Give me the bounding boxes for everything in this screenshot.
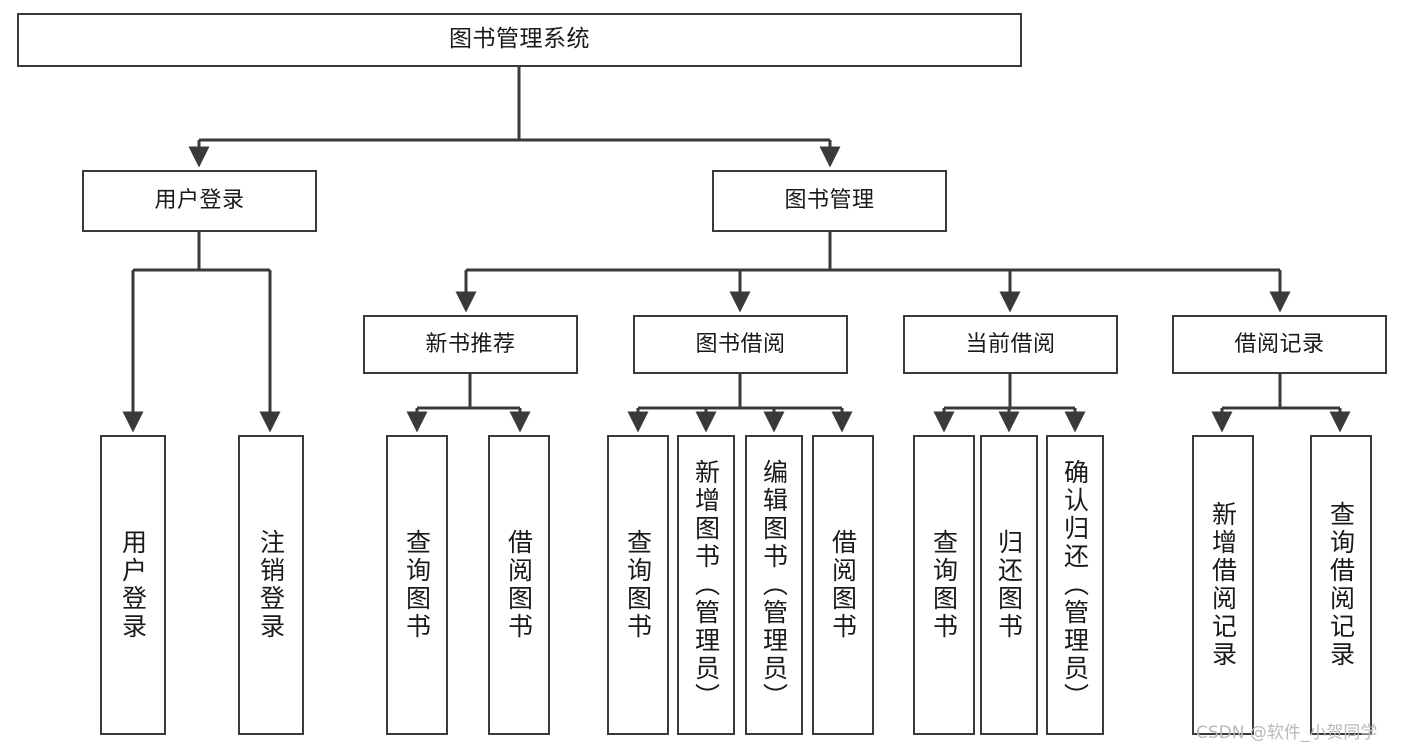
node-leaf-query-book-3-label: 查询图书	[929, 529, 959, 641]
node-leaf-borrow-book-1-label: 借阅图书	[504, 529, 534, 641]
node-book-borrow[interactable]: 图书借阅	[633, 315, 848, 374]
node-book-borrow-label: 图书借阅	[695, 331, 786, 357]
node-leaf-edit-book-label: 编辑图书（管理员）	[759, 459, 789, 711]
node-user-login-label: 用户登录	[154, 188, 245, 214]
node-leaf-query-record[interactable]: 查询借阅记录	[1310, 435, 1372, 735]
node-leaf-user-login-label: 用户登录	[118, 529, 148, 641]
node-root[interactable]: 图书管理系统	[17, 13, 1022, 67]
node-leaf-return-book[interactable]: 归还图书	[980, 435, 1038, 735]
node-leaf-logout-label: 注销登录	[256, 529, 286, 641]
node-current-borrow-label: 当前借阅	[965, 331, 1056, 357]
node-leaf-query-book-1-label: 查询图书	[402, 529, 432, 641]
node-leaf-confirm-return-label: 确认归还（管理员）	[1060, 459, 1090, 711]
node-leaf-query-book-3[interactable]: 查询图书	[913, 435, 975, 735]
node-leaf-logout[interactable]: 注销登录	[238, 435, 304, 735]
node-borrow-record-label: 借阅记录	[1234, 331, 1325, 357]
node-book-manage-label: 图书管理	[784, 188, 875, 214]
csdn-watermark: CSDN @软件_小贺同学	[1196, 723, 1378, 743]
node-leaf-borrow-book-2[interactable]: 借阅图书	[812, 435, 874, 735]
node-leaf-borrow-book-2-label: 借阅图书	[828, 529, 858, 641]
node-new-book-rec[interactable]: 新书推荐	[363, 315, 578, 374]
node-root-label: 图书管理系统	[449, 26, 590, 53]
node-new-book-rec-label: 新书推荐	[425, 331, 516, 357]
node-leaf-query-record-label: 查询借阅记录	[1326, 501, 1356, 669]
node-user-login[interactable]: 用户登录	[82, 170, 317, 232]
node-leaf-edit-book[interactable]: 编辑图书（管理员）	[745, 435, 803, 735]
node-current-borrow[interactable]: 当前借阅	[903, 315, 1118, 374]
node-leaf-query-book-1[interactable]: 查询图书	[386, 435, 448, 735]
node-leaf-add-record[interactable]: 新增借阅记录	[1192, 435, 1254, 735]
node-leaf-add-book[interactable]: 新增图书（管理员）	[677, 435, 735, 735]
node-leaf-user-login[interactable]: 用户登录	[100, 435, 166, 735]
node-borrow-record[interactable]: 借阅记录	[1172, 315, 1387, 374]
node-leaf-add-book-label: 新增图书（管理员）	[691, 459, 721, 711]
node-leaf-add-record-label: 新增借阅记录	[1208, 501, 1238, 669]
node-book-manage[interactable]: 图书管理	[712, 170, 947, 232]
node-leaf-borrow-book-1[interactable]: 借阅图书	[488, 435, 550, 735]
node-leaf-confirm-return[interactable]: 确认归还（管理员）	[1046, 435, 1104, 735]
node-leaf-query-book-2-label: 查询图书	[623, 529, 653, 641]
node-leaf-query-book-2[interactable]: 查询图书	[607, 435, 669, 735]
node-leaf-return-book-label: 归还图书	[994, 529, 1024, 641]
